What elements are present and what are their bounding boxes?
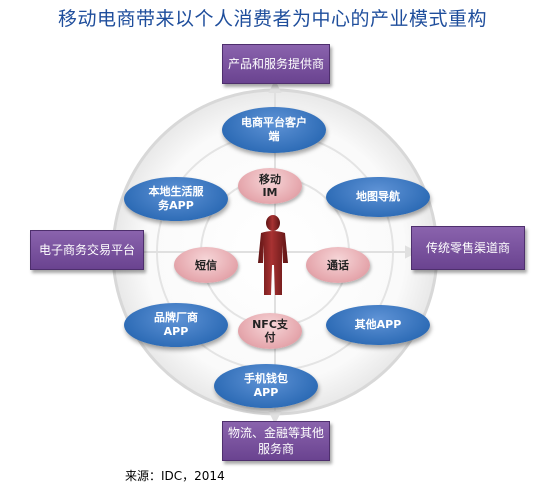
left-box-ecommerce-platform: 电子商务交易平台 bbox=[30, 230, 144, 270]
source-note: 来源：IDC，2014 bbox=[125, 469, 225, 483]
node-ecommerce-client: 电商平台客户端 bbox=[222, 107, 326, 153]
node-nfc-payment: NFC支付 bbox=[238, 313, 302, 349]
node-call: 通话 bbox=[306, 247, 370, 283]
node-mobile-im: 移动IM bbox=[238, 168, 302, 204]
node-brand-app: 品牌厂商APP bbox=[124, 303, 228, 347]
top-box-providers: 产品和服务提供商 bbox=[222, 44, 330, 84]
diagram-title: 移动电商带来以个人消费者为中心的产业模式重构 bbox=[57, 8, 487, 30]
node-other-app: 其他APP bbox=[326, 305, 430, 345]
person-icon bbox=[258, 215, 288, 295]
node-map-navigation: 地图导航 bbox=[326, 177, 430, 217]
bottom-box-other-services: 物流、金融等其他服务商 bbox=[222, 421, 330, 461]
node-local-life-app: 本地生活服务APP bbox=[124, 177, 228, 221]
node-mobile-wallet: 手机钱包APP bbox=[214, 364, 318, 408]
right-box-retail-channel: 传统零售渠道商 bbox=[411, 226, 525, 270]
node-sms: 短信 bbox=[174, 247, 238, 283]
